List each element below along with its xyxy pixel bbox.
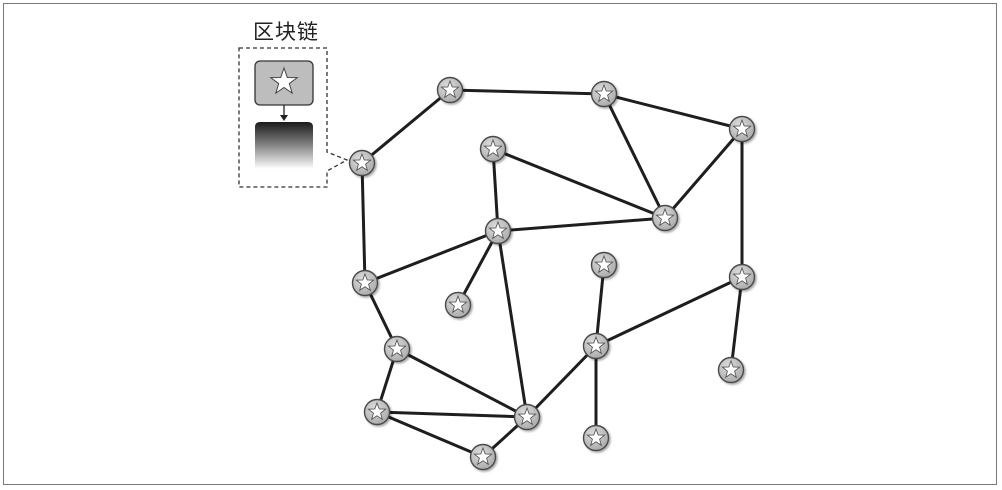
network-edge-n15-n13 bbox=[594, 263, 606, 348]
network-node-n4 bbox=[728, 115, 756, 143]
network-node-n12 bbox=[469, 443, 497, 471]
network-edge-n4-n5 bbox=[663, 127, 744, 220]
network-node-n10 bbox=[383, 335, 411, 363]
callout-label: 区块链 bbox=[253, 20, 319, 44]
network-edge-n14-n15 bbox=[525, 344, 598, 419]
network-edge-n6-n7 bbox=[491, 147, 500, 233]
network-node-n9 bbox=[351, 269, 379, 297]
star-icon bbox=[732, 118, 752, 138]
blockchain-callout bbox=[238, 47, 349, 188]
network-edge-n15-n17 bbox=[594, 275, 744, 348]
network-node-n5 bbox=[651, 204, 679, 232]
diagram-frame: 区块链 bbox=[3, 3, 997, 485]
star-icon bbox=[440, 79, 460, 99]
network-node-n3 bbox=[590, 80, 618, 108]
network-edge-n17-n18 bbox=[729, 275, 744, 372]
network-nodes bbox=[348, 76, 756, 471]
network-node-n15 bbox=[582, 332, 610, 360]
network-diagram bbox=[238, 47, 756, 471]
network-edge-n1-n9 bbox=[360, 161, 367, 285]
star-icon bbox=[488, 220, 508, 240]
network-node-n11 bbox=[363, 398, 391, 426]
star-icon bbox=[586, 335, 606, 355]
star-icon bbox=[517, 406, 537, 426]
star-icon bbox=[655, 207, 675, 227]
network-node-n16 bbox=[582, 424, 610, 452]
network-node-n6 bbox=[479, 135, 507, 163]
network-edge-n2-n3 bbox=[448, 88, 606, 96]
network-node-n7 bbox=[484, 217, 512, 245]
star-icon bbox=[473, 446, 493, 466]
star-icon bbox=[594, 83, 614, 103]
star-icon bbox=[448, 294, 468, 314]
network-edge-n3-n4 bbox=[602, 92, 744, 131]
network-edge-n10-n14 bbox=[395, 347, 529, 419]
network-node-n13 bbox=[590, 251, 618, 279]
star-icon bbox=[387, 338, 407, 358]
network-edge-n1-n2 bbox=[360, 88, 452, 165]
network-node-n8 bbox=[444, 291, 472, 319]
star-icon bbox=[269, 66, 299, 95]
network-edge-n11-n12 bbox=[375, 410, 485, 459]
network-edge-n7-n5 bbox=[496, 216, 667, 233]
network-node-n17 bbox=[728, 263, 756, 291]
callout-outline bbox=[238, 47, 349, 188]
network-edge-n6-n5 bbox=[491, 147, 667, 220]
network-node-n1 bbox=[348, 149, 376, 177]
star-icon bbox=[355, 272, 375, 292]
network-node-n2 bbox=[436, 76, 464, 104]
star-icon bbox=[586, 427, 606, 447]
network-edge-n7-n9 bbox=[363, 229, 500, 285]
network-node-n18 bbox=[717, 356, 745, 384]
star-icon bbox=[483, 138, 503, 158]
star-icon bbox=[367, 401, 387, 421]
network-edge-n3-n5 bbox=[602, 92, 667, 220]
network-edge-n7-n8 bbox=[456, 229, 500, 307]
network-edge-n11-n14 bbox=[375, 410, 529, 419]
network-node-n14 bbox=[513, 403, 541, 431]
star-icon bbox=[721, 359, 741, 379]
chain-blocks bbox=[255, 122, 313, 169]
star-icon bbox=[732, 266, 752, 286]
network-edge-n7-n14 bbox=[496, 229, 529, 419]
chain-arrow-head bbox=[280, 115, 288, 121]
network-edges bbox=[360, 88, 744, 459]
star-icon bbox=[352, 152, 372, 172]
star-icon bbox=[594, 254, 614, 274]
